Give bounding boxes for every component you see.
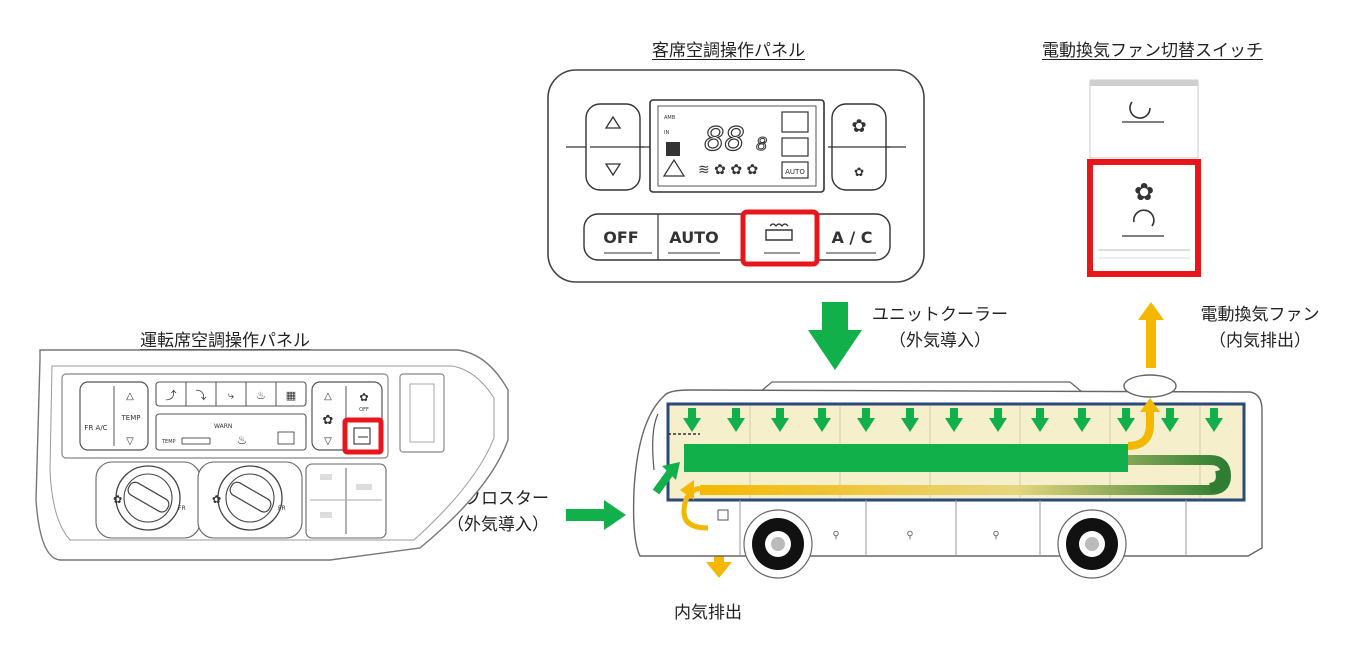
svg-text:⚲: ⚲ xyxy=(906,530,913,541)
vent-arrow xyxy=(857,408,875,432)
vent-arrow xyxy=(1161,408,1179,432)
amb-indicator: AMB xyxy=(664,115,676,121)
driver-fan-down-icon: ▽ xyxy=(324,436,332,447)
vent-arrow xyxy=(1117,408,1135,432)
auto-button[interactable]: AUTO xyxy=(669,228,718,247)
foot-mode-icon: ⤷ xyxy=(228,389,235,402)
vent-arrow xyxy=(989,408,1007,432)
down-arrow-icon xyxy=(604,163,622,177)
recirculate-icon xyxy=(1129,101,1151,119)
vent-arrow xyxy=(1073,408,1091,432)
exhaust-icon xyxy=(1133,209,1155,227)
display-digits: 88 xyxy=(704,120,745,158)
driver-panel-title: 運転席空調操作パネル xyxy=(140,331,310,351)
svg-text:8: 8 xyxy=(756,134,767,155)
unit-cooler-label-line1: ユニットクーラー xyxy=(872,305,1008,325)
temp-bar-icon xyxy=(181,437,211,445)
vent-arrow xyxy=(945,408,963,432)
heater-indicator-icon xyxy=(781,137,809,157)
fan-bar-icon xyxy=(277,431,295,445)
foot-defrost-mode-icon: ♨ xyxy=(256,389,266,402)
fan-rocker-switch[interactable]: ✿ ✿ xyxy=(828,103,890,191)
warning-icon xyxy=(662,158,686,177)
driver-display-temp: TEMP xyxy=(161,439,176,445)
vent-arrow xyxy=(1031,408,1049,432)
fr-ac-label: FR A/C xyxy=(84,424,107,432)
defroster-label: デフロスター （外気導入） xyxy=(438,486,558,538)
vent-arrow xyxy=(901,408,919,432)
temp-dial-fan-icon: ✿ xyxy=(113,493,122,506)
vent-arrow xyxy=(771,408,789,432)
bilevel-mode-icon: ⤵ xyxy=(196,389,207,402)
passenger-panel-title: 客席空調操作パネル xyxy=(652,41,805,61)
interior-flow xyxy=(652,398,1232,531)
fan-dial[interactable]: ✿ FR xyxy=(197,461,303,539)
fan-label: 電動換気ファン （内気排出） xyxy=(1190,302,1330,354)
defroster-arrow xyxy=(566,500,626,530)
bus-illustration: ⚲ ⚲ ⚲ xyxy=(632,374,1263,579)
driver-fan-icon: ✿ xyxy=(323,413,334,428)
driver-off-label: OFF xyxy=(359,407,369,413)
passenger-panel: AMB IN 88 8 ≋ ✿ ✿ ✿ AUTO ✿ ✿ OFF AUTO A … xyxy=(547,69,925,283)
exhaust-down-arrow xyxy=(706,538,732,578)
fan-switch: ✿ xyxy=(1087,79,1201,277)
auto-indicator: AUTO xyxy=(785,168,805,176)
driver-temp-rocker[interactable]: △ ▽ TEMP FR A/C xyxy=(79,381,149,451)
temp-dial[interactable]: ✿ FR xyxy=(95,461,201,539)
driver-fan-small-icon: ✿ xyxy=(359,391,368,404)
driver-aux-switches[interactable] xyxy=(305,463,387,539)
defrost-mode-icon: ▦ xyxy=(286,389,296,402)
svg-text:⚲: ⚲ xyxy=(832,530,839,541)
driver-fan-up-icon: △ xyxy=(324,391,332,402)
defroster-button[interactable] xyxy=(740,209,820,267)
vent-arrow xyxy=(727,408,745,432)
vent-arrow xyxy=(683,408,701,432)
fan-dial-fr-label: FR xyxy=(278,505,286,512)
unit-cooler-label-line2: （外気導入） xyxy=(889,331,991,351)
warn-indicator: WARN xyxy=(214,423,232,430)
driver-temp-up-icon: △ xyxy=(126,391,134,402)
vent-arrow xyxy=(813,408,831,432)
driver-temp-down-icon: ▽ xyxy=(126,436,134,447)
defroster-label-line1: デフロスター xyxy=(447,489,549,509)
off-button[interactable]: OFF xyxy=(603,228,638,247)
driver-temp-label: TEMP xyxy=(121,414,141,422)
fan-label-line1: 電動換気ファン xyxy=(1200,305,1320,325)
recirculation-icon xyxy=(353,427,371,445)
driver-display xyxy=(155,413,307,451)
fan-switch-title: 電動換気ファン切替スイッチ xyxy=(1042,41,1263,61)
defroster-icon xyxy=(765,229,793,241)
temp-dial-fr-label: FR xyxy=(178,505,186,512)
defrost-indicator-icon xyxy=(781,111,809,133)
temp-rocker-switch[interactable] xyxy=(585,103,644,191)
fan-down-icon: ✿ xyxy=(854,165,864,179)
fan-exhaust-arrow xyxy=(1138,302,1164,368)
fan-dial-fan-icon: ✿ xyxy=(212,493,221,506)
face-mode-icon: ⤴ xyxy=(166,388,177,402)
vent-arrow xyxy=(1205,408,1223,432)
in-indicator: IN xyxy=(664,130,669,136)
exhaust-label: 内気排出 xyxy=(674,603,742,623)
fan-up-icon: ✿ xyxy=(851,116,866,137)
driver-recirculation-button[interactable] xyxy=(342,417,384,455)
fan-label-line2: （内気排出） xyxy=(1209,331,1311,351)
unit-cooler-label: ユニットクーラー （外気導入） xyxy=(870,302,1010,354)
driver-mode-buttons[interactable]: ⤴ ⤵ ⤷ ♨ ▦ xyxy=(155,381,307,407)
defroster-label-line2: （外気導入） xyxy=(447,515,549,535)
airflow-mode-icon: ♨ xyxy=(237,433,248,447)
fan-level-icon: ≋ ✿ ✿ ✿ xyxy=(698,162,758,178)
ac-button[interactable]: A / C xyxy=(831,228,872,247)
fan-icon: ✿ xyxy=(1134,178,1154,206)
driver-fan-rocker[interactable]: △ ▽ ✿ ✿ OFF xyxy=(311,381,383,451)
roof-fan-icon xyxy=(1123,374,1177,398)
ceiling-vent-arrows xyxy=(683,408,1223,432)
mode-indicator-icon xyxy=(666,142,680,156)
panel-display: AMB IN 88 8 ≋ ✿ ✿ ✿ AUTO xyxy=(649,99,825,193)
unit-cooler-arrow xyxy=(808,302,862,370)
up-arrow-icon xyxy=(604,115,622,129)
fan-switch-exhaust-button[interactable] xyxy=(1087,159,1201,277)
svg-text:⚲: ⚲ xyxy=(992,530,999,541)
